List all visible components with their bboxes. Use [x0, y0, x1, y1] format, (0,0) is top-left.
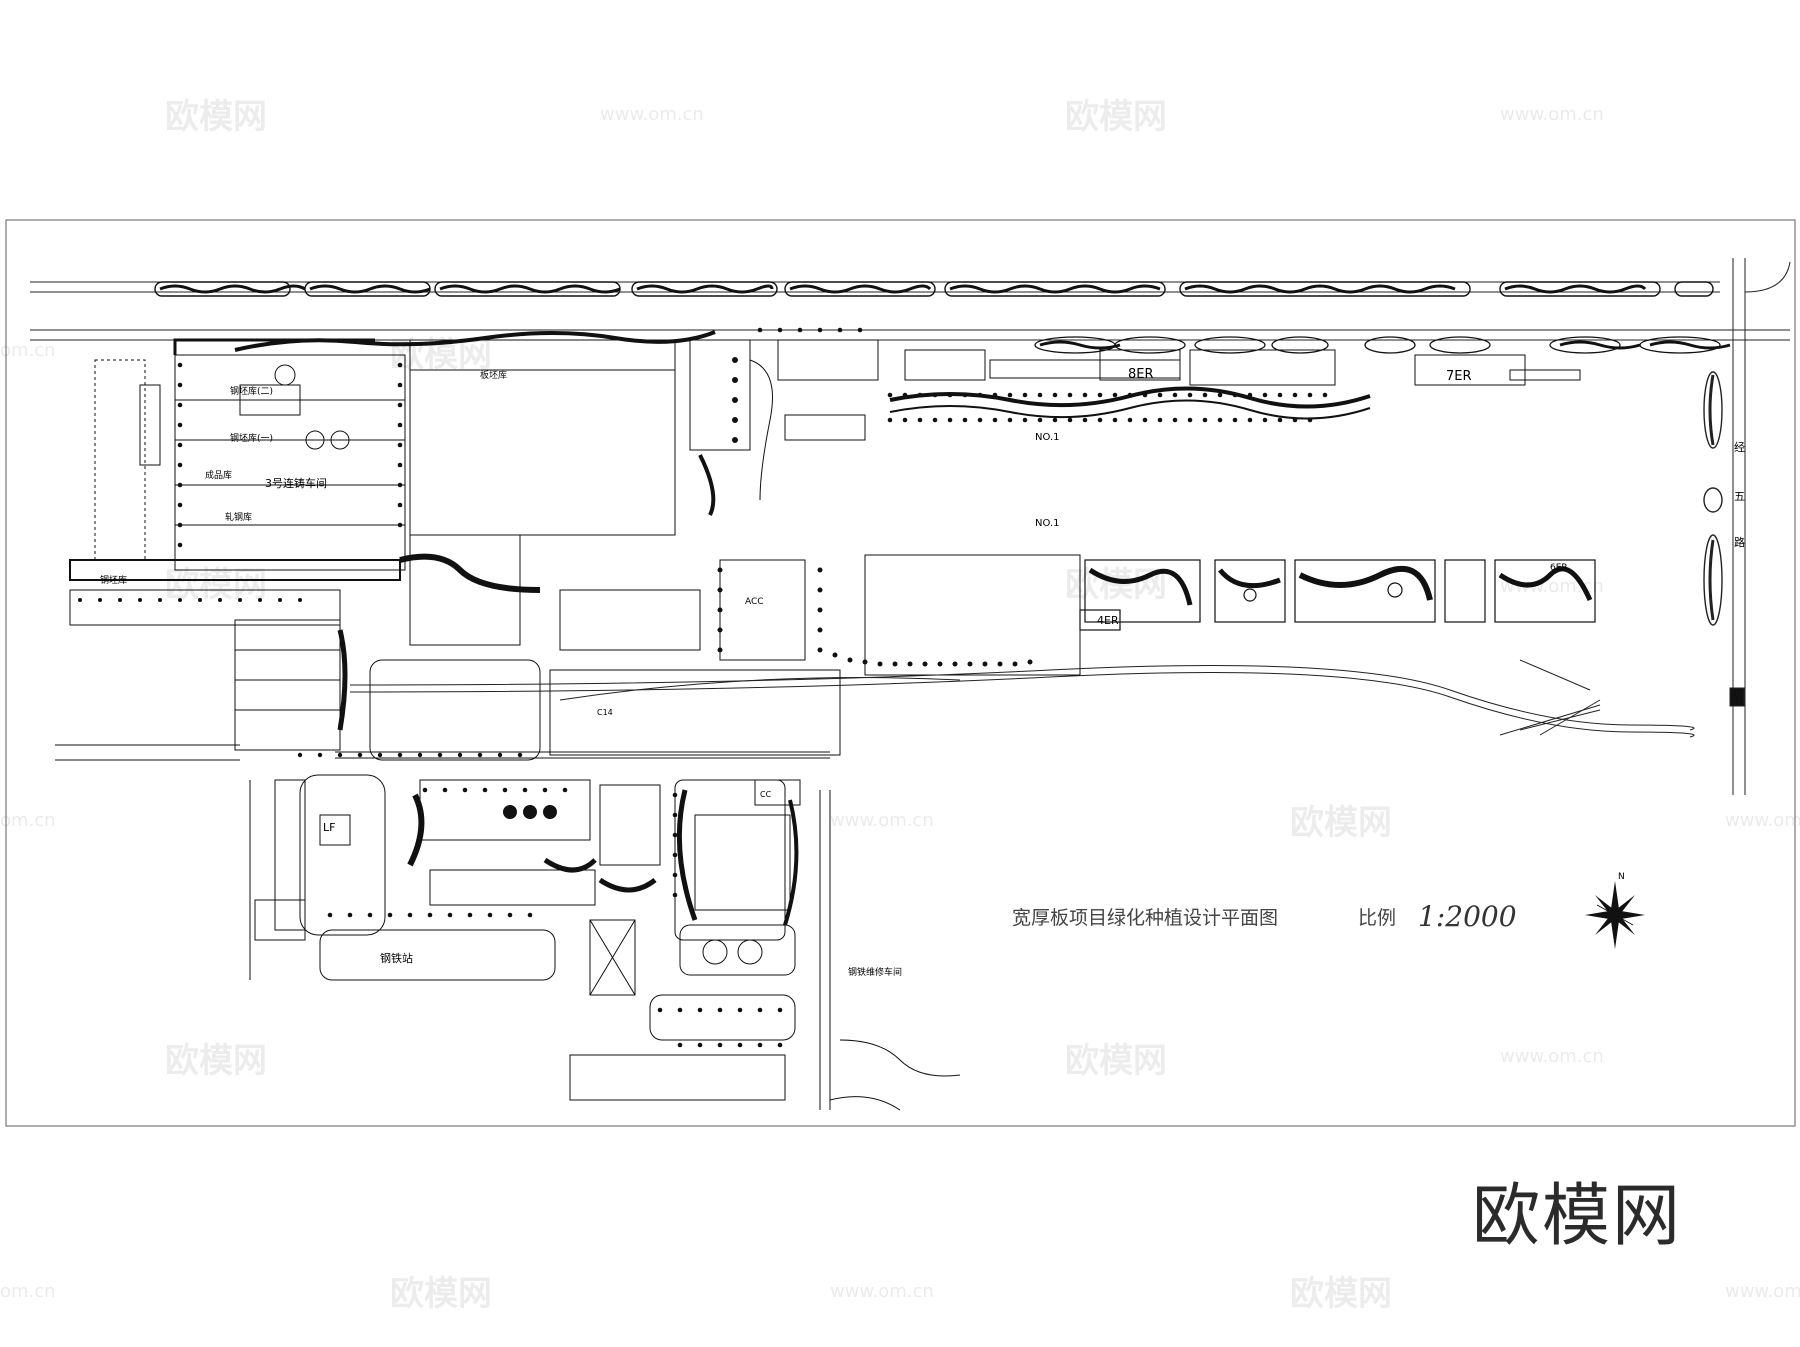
watermark-url: www.om.cn [830, 810, 934, 831]
west-transfer-block [55, 619, 348, 761]
repair-shop-label: 钢铁维修车间 [848, 966, 902, 978]
watermark-brand: 欧模网 [165, 1041, 267, 1081]
watermark-url: www.om.cn [1500, 1046, 1604, 1067]
slab-yard-label: 钢坯库 [100, 574, 127, 586]
watermark-brand: 欧模网 [1065, 565, 1167, 605]
watermark-url: www.om.cn [1725, 1281, 1800, 1302]
bay-4-label: 轧钢库 [225, 511, 252, 523]
road-label-2: 五 [1734, 490, 1745, 503]
mill-3-label: 3号连铸车间 [265, 476, 327, 490]
watermark-brand: 欧模网 [1065, 97, 1167, 137]
south-complex [249, 774, 961, 1111]
label-c14: C14 [597, 708, 613, 717]
label-no1-a: NO.1 [1035, 432, 1060, 443]
west-slab-yard [69, 338, 406, 626]
south-trees [327, 787, 783, 1048]
watermark-brand: 欧模网 [1290, 803, 1392, 843]
west-tree-rows [78, 362, 403, 602]
watermark-layer: 欧模网 www.om.cn 欧模网 www.om.cn om.cn 欧模网 欧模… [0, 97, 1800, 1314]
watermark-url: om.cn [0, 810, 56, 831]
main-building: 板坯库 [399, 339, 1081, 676]
svg-text:N: N [1618, 872, 1625, 882]
label-8er: 8ER [1128, 367, 1154, 382]
watermark-url: www.om.cn [1500, 104, 1604, 125]
label-7er: 7ER [1446, 369, 1472, 384]
label-6er: 6ER [1550, 563, 1568, 573]
east-road [1703, 258, 1791, 795]
watermark-url: www.om.cn [1500, 576, 1604, 597]
brand-logo-text: 欧模网 [1472, 1177, 1683, 1256]
rail-yard-outlines [335, 659, 841, 761]
rail-trees [297, 567, 1033, 758]
watermark-brand: 欧模网 [165, 97, 267, 137]
north-central-trees [732, 327, 1328, 443]
label-acc: ACC [745, 597, 764, 607]
north-planting-strips [154, 281, 1714, 297]
watermark-url: www.om.cn [600, 104, 704, 125]
label-lf: LF [323, 821, 335, 834]
bay-3-label: 成品库 [205, 469, 232, 481]
watermark-brand: 欧模网 [1065, 1041, 1167, 1081]
north-arrow-icon: N [1585, 872, 1645, 949]
steel-station-label: 钢铁站 [380, 951, 413, 965]
watermark-url: om.cn [0, 340, 56, 361]
label-cc: CC [760, 790, 772, 799]
bay-2-label: 钢坯库(一) [230, 432, 273, 444]
scale-label: 比例 [1358, 907, 1396, 929]
road-label-1: 经 [1734, 441, 1745, 454]
watermark-brand: 欧模网 [165, 565, 267, 605]
svg-text:板坯库: 板坯库 [480, 369, 507, 381]
label-4er: 4ER [1097, 614, 1119, 627]
north-road [30, 281, 1790, 341]
drawing-frame [5, 219, 1796, 1127]
scale-value: 1:2000 [1418, 900, 1517, 933]
watermark-url: www.om.cn [830, 1281, 934, 1302]
east-garden-band [1079, 559, 1596, 631]
watermark-url: om.cn [0, 1281, 56, 1302]
road-label-3: 路 [1734, 536, 1745, 549]
watermark-brand: 欧模网 [1290, 1274, 1392, 1314]
watermark-brand: 欧模网 [390, 1274, 492, 1314]
railway-tracks [349, 659, 1745, 738]
label-no1-b: NO.1 [1035, 518, 1060, 529]
watermark-url: www.om.cn [1725, 810, 1800, 831]
bay-1-label: 钢坯库(二) [230, 385, 273, 397]
drawing-title: 宽厚板项目绿化种植设计平面图 [1012, 907, 1278, 929]
watermark-brand: 欧模网 [390, 335, 492, 375]
